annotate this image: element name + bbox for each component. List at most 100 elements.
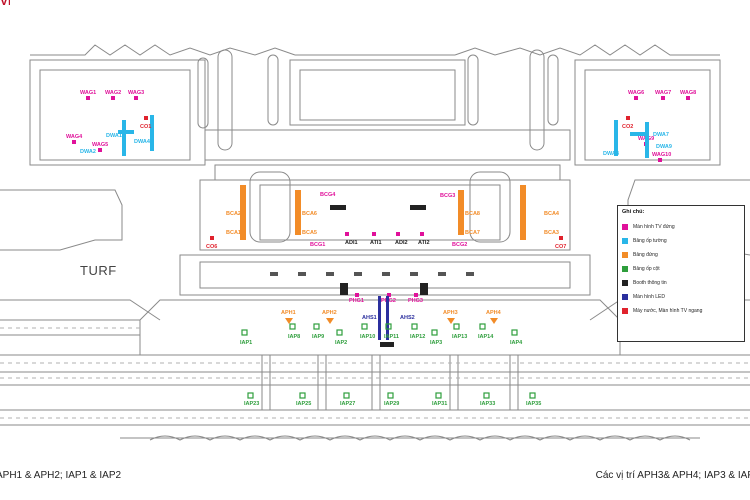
co-label: CO6 (206, 244, 217, 250)
dwa-label: DWA9 (656, 144, 672, 150)
tv-marker (658, 158, 662, 162)
wag-label: WAG1 (80, 90, 96, 96)
bca-label: BCA1 (226, 230, 241, 236)
dashed-lane-markings (0, 327, 750, 419)
standing-board-marker (240, 185, 246, 240)
adi-ati-label: ATI1 (370, 240, 382, 246)
phg-label: PHG3 (408, 298, 423, 304)
column-board-marker (529, 392, 536, 399)
plan-markers: WAG1WAG2WAG3WAG4WAG5WAG6WAG7WAG8WAG9WAG1… (66, 54, 696, 407)
tv-marker (396, 232, 400, 236)
legend-item-wall-board: Bảng ốp tường (622, 234, 740, 248)
tv-marker (420, 232, 424, 236)
brand-logo-fragment: VIE (0, 0, 10, 8)
caption-right: Các vị trí APH3& APH4; IAP3 & IAP (595, 470, 750, 481)
building-outlines (0, 44, 750, 441)
co-label: CO1 (140, 124, 151, 130)
wag-label: WAG8 (680, 90, 696, 96)
aph-label: APH4 (486, 310, 502, 316)
iap-label: IAP14 (478, 334, 494, 340)
legend-item-led-screen: Màn hình LED (622, 290, 740, 304)
standing-board-marker (490, 318, 498, 324)
wag-label: WAG7 (655, 90, 671, 96)
column-board-marker (453, 323, 460, 330)
column-board-marker (435, 392, 442, 399)
bcg-label: BCG4 (320, 192, 336, 198)
wag-label: WAG2 (105, 90, 121, 96)
caption-left: APH1 & APH2; IAP1 & IAP2 (0, 470, 122, 481)
column-board-marker (431, 329, 438, 336)
iap-label: IAP10 (360, 334, 375, 340)
iap-label: IAP9 (312, 334, 324, 340)
column-board-marker (479, 323, 486, 330)
standing-board-marker (285, 318, 293, 324)
iap-label: IAP25 (296, 401, 311, 407)
column-board-marker (511, 329, 518, 336)
legend-title: Ghi chú: (622, 209, 645, 215)
check-in-desk (270, 272, 278, 276)
bca-label: BCA8 (465, 211, 480, 217)
iap-label: IAP4 (510, 340, 523, 346)
legend-item-water-tv: Máy nước, Màn hình TV ngang (622, 304, 740, 318)
legend-swatch (622, 266, 628, 272)
wag-label: WAG6 (628, 90, 644, 96)
tv-marker (355, 293, 359, 297)
iap-label: IAP3 (430, 340, 442, 346)
aph-label: APH1 (281, 310, 296, 316)
standing-board-marker (458, 190, 464, 235)
led-marker (378, 296, 381, 340)
check-in-desk (466, 272, 474, 276)
tv-marker (414, 293, 418, 297)
wag-label: WAG4 (66, 134, 83, 140)
wall-board-marker (118, 130, 134, 134)
dwa-label: DWA8 (603, 151, 619, 157)
iap-label: IAP23 (244, 401, 259, 407)
wag-label: WAG10 (652, 152, 671, 158)
info-booth-marker (330, 205, 346, 210)
check-in-desk (382, 272, 390, 276)
check-in-desk (438, 272, 446, 276)
iap-label: IAP35 (526, 401, 541, 407)
iap-label: IAP2 (335, 340, 347, 346)
standing-board-marker (295, 190, 301, 235)
circulation-capsule (197, 57, 209, 129)
bca-label: BCA7 (465, 230, 480, 236)
column-board-marker (289, 323, 296, 330)
legend-swatch (622, 294, 628, 300)
bca-label: BCA4 (544, 211, 560, 217)
standing-board-marker (326, 318, 334, 324)
legend-swatch (622, 252, 628, 258)
info-booth-marker (410, 205, 426, 210)
column-board-marker (387, 392, 394, 399)
iap-label: IAP8 (288, 334, 300, 340)
wag-label: WAG5 (92, 142, 108, 148)
bcg-label: BCG2 (452, 242, 467, 248)
legend-box: Ghi chú: Màn hình TV đứng Bảng ốp tường … (617, 205, 745, 342)
iap-label: IAP1 (240, 340, 252, 346)
column-board-marker (483, 392, 490, 399)
info-booth-marker (340, 283, 348, 295)
column-board-marker (313, 323, 320, 330)
legend-label: Máy nước, Màn hình TV ngang (633, 308, 703, 314)
tv-marker (111, 96, 115, 100)
info-booth-marker (420, 283, 428, 295)
turf-label: TURF (80, 263, 117, 278)
dwa-label: DWA7 (653, 132, 669, 138)
bca-label: BCA6 (302, 211, 317, 217)
column-board-marker (299, 392, 306, 399)
bcg-label: BCG3 (440, 193, 455, 199)
bca-label: BCA2 (226, 211, 241, 217)
iap-label: IAP29 (384, 401, 399, 407)
bca-label: BCA5 (302, 230, 317, 236)
column-board-marker (247, 392, 254, 399)
co-label: CO7 (555, 244, 566, 250)
tv-marker (661, 96, 665, 100)
tv-marker (686, 96, 690, 100)
info-booth-marker (380, 342, 394, 347)
column-board-marker (385, 323, 392, 330)
iap-label: IAP31 (432, 401, 447, 407)
aph-label: APH3 (443, 310, 458, 316)
column-board-marker (361, 323, 368, 330)
circulation-capsule (547, 54, 559, 126)
